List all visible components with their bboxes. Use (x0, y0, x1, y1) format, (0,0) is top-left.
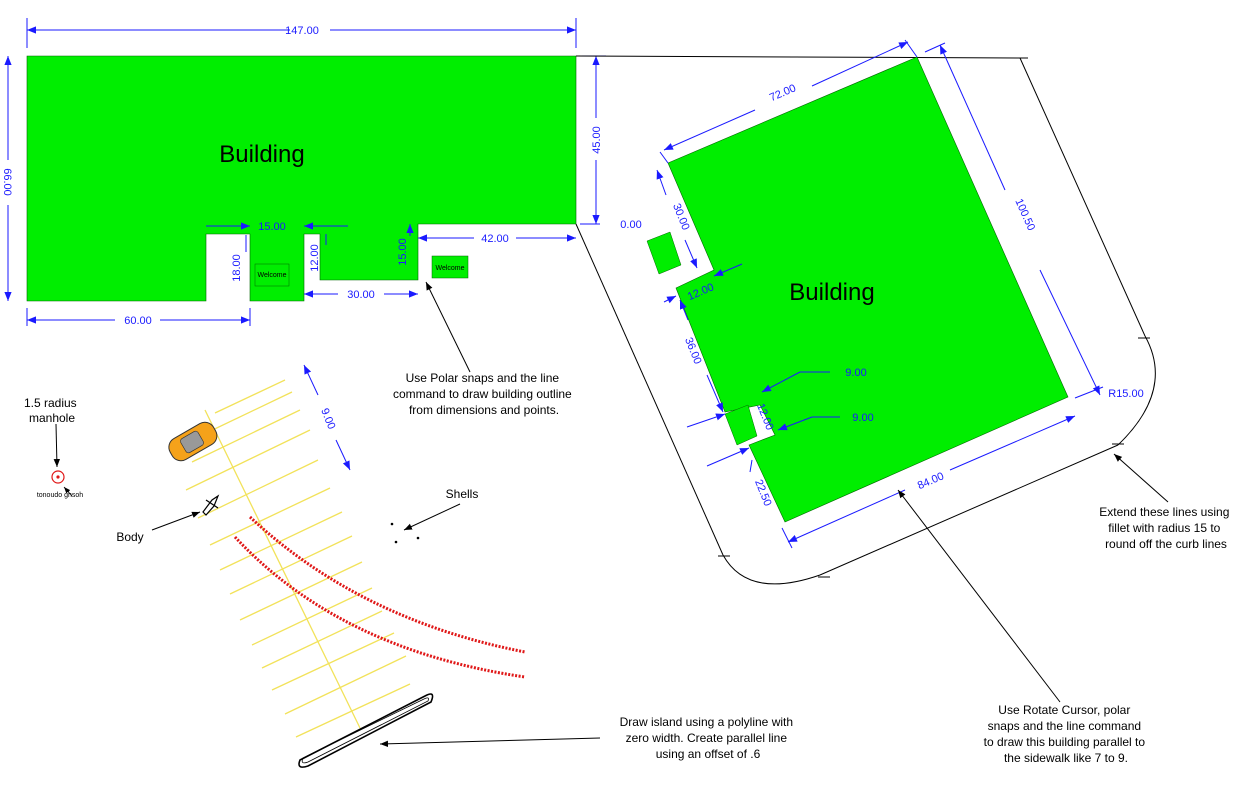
building-2-label: Building (789, 279, 874, 306)
dim-9-b: 9.00 (852, 412, 873, 424)
rotate-note: Use Rotate Cursor, polar snaps and the l… (984, 703, 1149, 765)
fillet-note-line-3: round off the curb lines (1105, 537, 1227, 551)
welcome-mat-2-label: Welcome (435, 265, 464, 272)
island-note-line-1: Draw island using a polyline with (620, 715, 793, 729)
polar-note: Use Polar snaps and the line command to … (393, 371, 575, 417)
building-1-shape (26, 55, 577, 302)
polar-note-line-3: from dimensions and points. (409, 403, 559, 417)
dim-45: 45.00 (591, 126, 603, 154)
parking-dimension (303, 364, 351, 471)
welcome-mat-1 (254, 263, 290, 287)
body-label: Body (116, 530, 143, 544)
dim-147: 147.00 (285, 25, 319, 37)
welcome-mat-1-label: Welcome (257, 272, 286, 279)
manhole (51, 470, 65, 484)
island-note-line-2: zero width. Create parallel line (626, 731, 788, 745)
building-2: Building (646, 56, 1069, 523)
dim-30: 30.00 (347, 289, 375, 301)
fillet-note-line-1: Extend these lines using (1099, 505, 1229, 519)
fillet-note-line-2: fillet with radius 15 to (1108, 521, 1220, 535)
car (168, 421, 218, 462)
shells-leader (403, 503, 461, 531)
building-2-small-block-2 (724, 404, 758, 446)
manhole-label-line-1: 1.5 radius (24, 396, 77, 410)
building-1: Building Welcome Welcome (26, 55, 577, 302)
island-note-line-3: using an offset of .6 (656, 747, 761, 761)
dim-18: 18.00 (231, 254, 243, 282)
rotate-note-line-3: to draw this building parallel to (984, 735, 1146, 749)
rotate-note-line-1: Use Rotate Cursor, polar (998, 703, 1130, 717)
dim-0: 0.00 (620, 219, 641, 231)
polar-note-leader (425, 281, 471, 373)
building-2-small-block-1 (646, 231, 682, 275)
polar-note-line-2: command to draw building outline (393, 387, 572, 401)
rotate-note-line-2: snaps and the line command (988, 719, 1141, 733)
fillet-note-leader (1113, 453, 1169, 503)
body-leader (151, 511, 201, 531)
body-figure (202, 494, 220, 516)
island (298, 693, 434, 768)
manhole-tag: tonoudo ghsoh (37, 492, 83, 499)
island-note: Draw island using a polyline with zero w… (620, 715, 797, 761)
dim-72: 72.00 (768, 82, 798, 104)
dim-66: 66.00 (1, 168, 13, 196)
rotate-note-leader (897, 489, 1061, 703)
dim-84: 84.00 (916, 470, 946, 492)
manhole-leader (53, 423, 61, 468)
polar-note-line-1: Use Polar snaps and the line (406, 371, 560, 385)
manhole-tag-leader (63, 486, 73, 497)
building-1-label: Building (219, 141, 304, 168)
dim-notch-15: 15.00 (258, 221, 286, 233)
dim-9-a: 9.00 (845, 367, 866, 379)
shells (390, 522, 420, 544)
dim-12: 12.00 (309, 244, 321, 272)
welcome-mat-2 (431, 255, 469, 279)
parking-lot (185, 379, 411, 738)
endpoint-markers (718, 57, 1150, 578)
manhole-label: 1.5 radius manhole (24, 396, 80, 425)
fillet-note: Extend these lines using fillet with rad… (1099, 505, 1232, 551)
dim-60: 60.00 (124, 315, 152, 327)
island-leader (379, 737, 601, 747)
dim-stall-9: 9.00 (318, 407, 337, 431)
tire-tracks (233, 515, 526, 679)
building-2-shape (667, 56, 1069, 523)
manhole-label-line-2: manhole (29, 411, 75, 425)
building-2-dimensions (656, 39, 1104, 549)
curb-lines (575, 55, 1156, 585)
dim-15: 15.00 (397, 238, 409, 266)
dim-42: 42.00 (481, 233, 509, 245)
dim-radius: R15.00 (1108, 388, 1143, 400)
dim-100-50: 100.50 (1012, 197, 1037, 233)
rotate-note-line-4: the sidewalk like 7 to 9. (1004, 751, 1128, 765)
shells-label: Shells (446, 487, 479, 501)
